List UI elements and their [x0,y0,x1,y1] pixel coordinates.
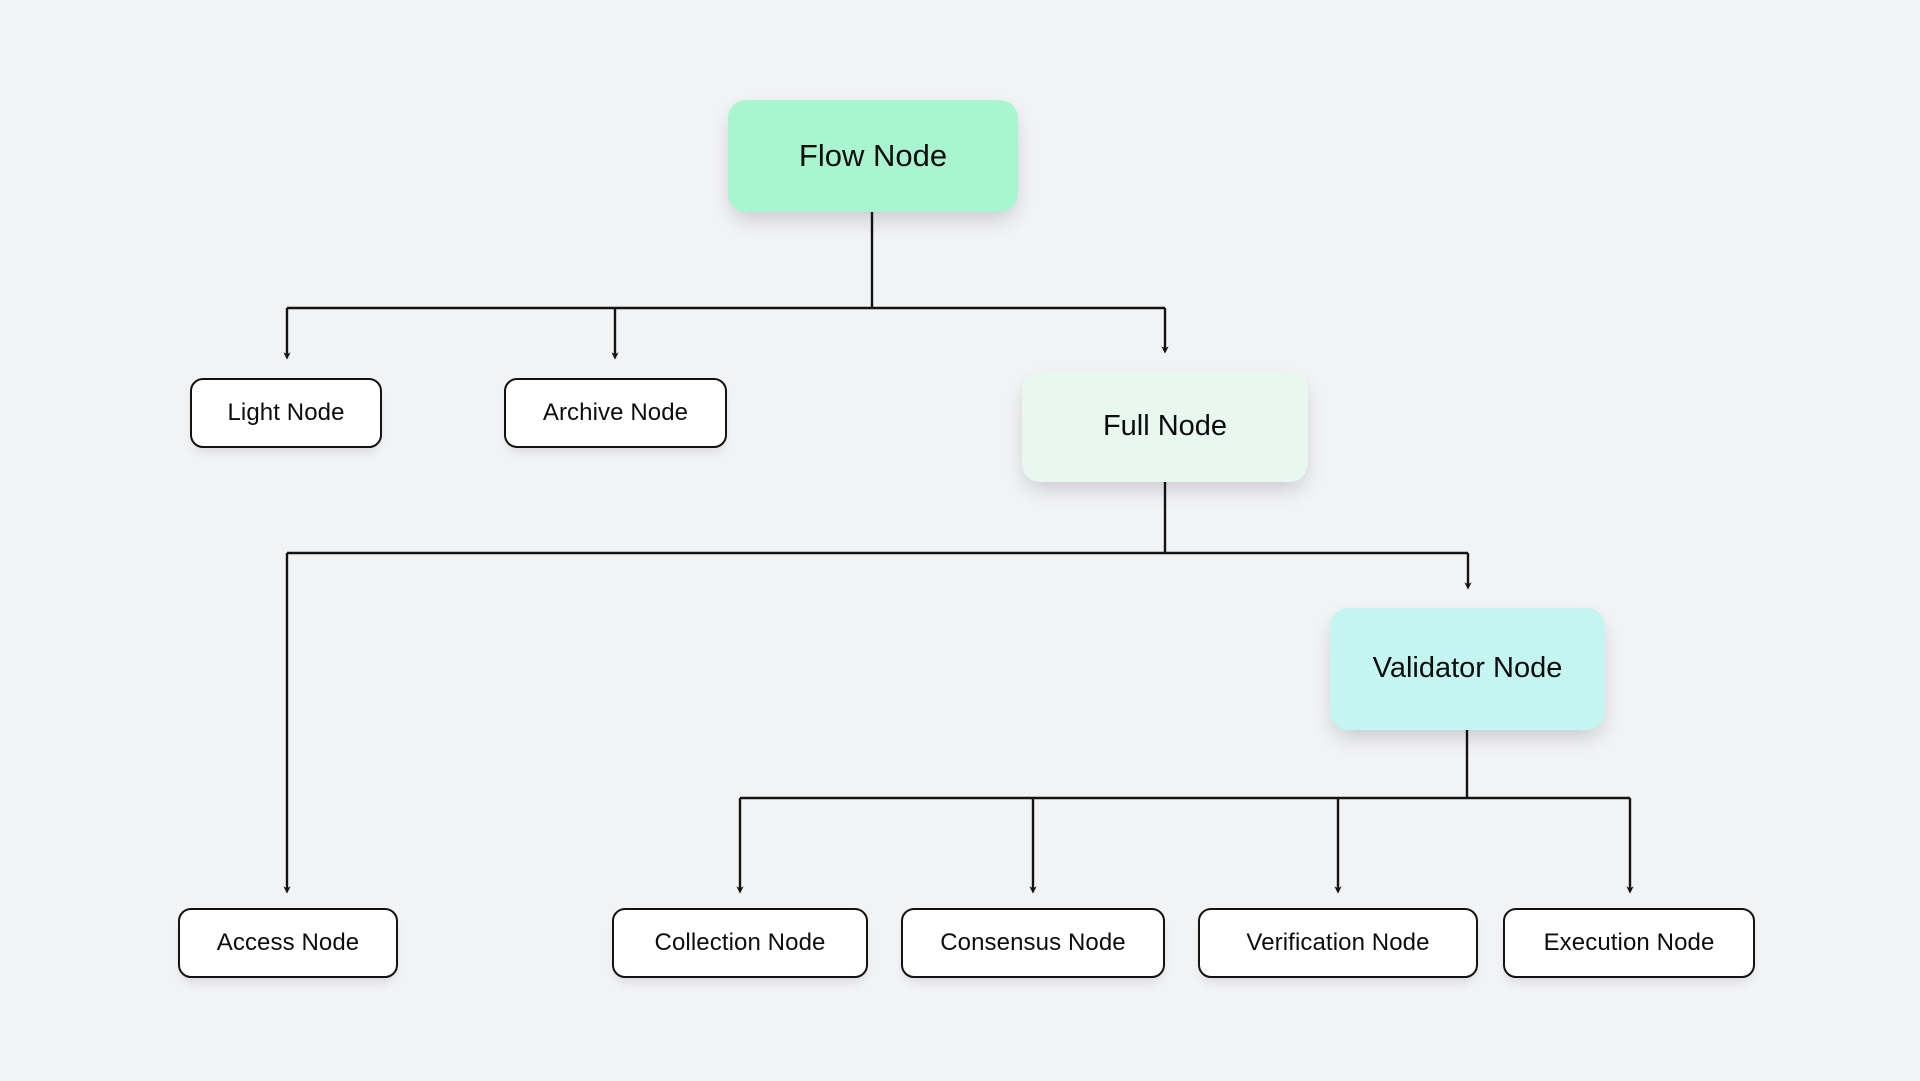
node-label-consensus-node: Consensus Node [940,929,1126,957]
node-flow-node[interactable]: Flow Node [728,100,1018,212]
node-collection-node[interactable]: Collection Node [612,908,868,978]
edge-group-flow-to-level1 [283,212,1169,360]
node-verification-node[interactable]: Verification Node [1198,908,1478,978]
node-label-access-node: Access Node [216,929,360,957]
node-access-node[interactable]: Access Node [178,908,398,978]
node-label-execution-node: Execution Node [1543,929,1715,957]
node-label-light-node: Light Node [227,399,345,427]
node-validator-node[interactable]: Validator Node [1330,608,1605,730]
edge-group-full-to-children [283,482,1472,894]
edge-group-validator-to-children [736,730,1634,894]
node-light-node[interactable]: Light Node [190,378,382,448]
node-execution-node[interactable]: Execution Node [1503,908,1755,978]
node-label-collection-node: Collection Node [654,929,826,957]
node-label-full-node: Full Node [1102,410,1228,443]
node-full-node[interactable]: Full Node [1022,372,1308,482]
node-label-flow-node: Flow Node [798,138,948,174]
node-consensus-node[interactable]: Consensus Node [901,908,1165,978]
node-label-archive-node: Archive Node [542,399,689,427]
node-label-verification-node: Verification Node [1246,929,1430,957]
node-archive-node[interactable]: Archive Node [504,378,727,448]
node-label-validator-node: Validator Node [1372,652,1563,685]
